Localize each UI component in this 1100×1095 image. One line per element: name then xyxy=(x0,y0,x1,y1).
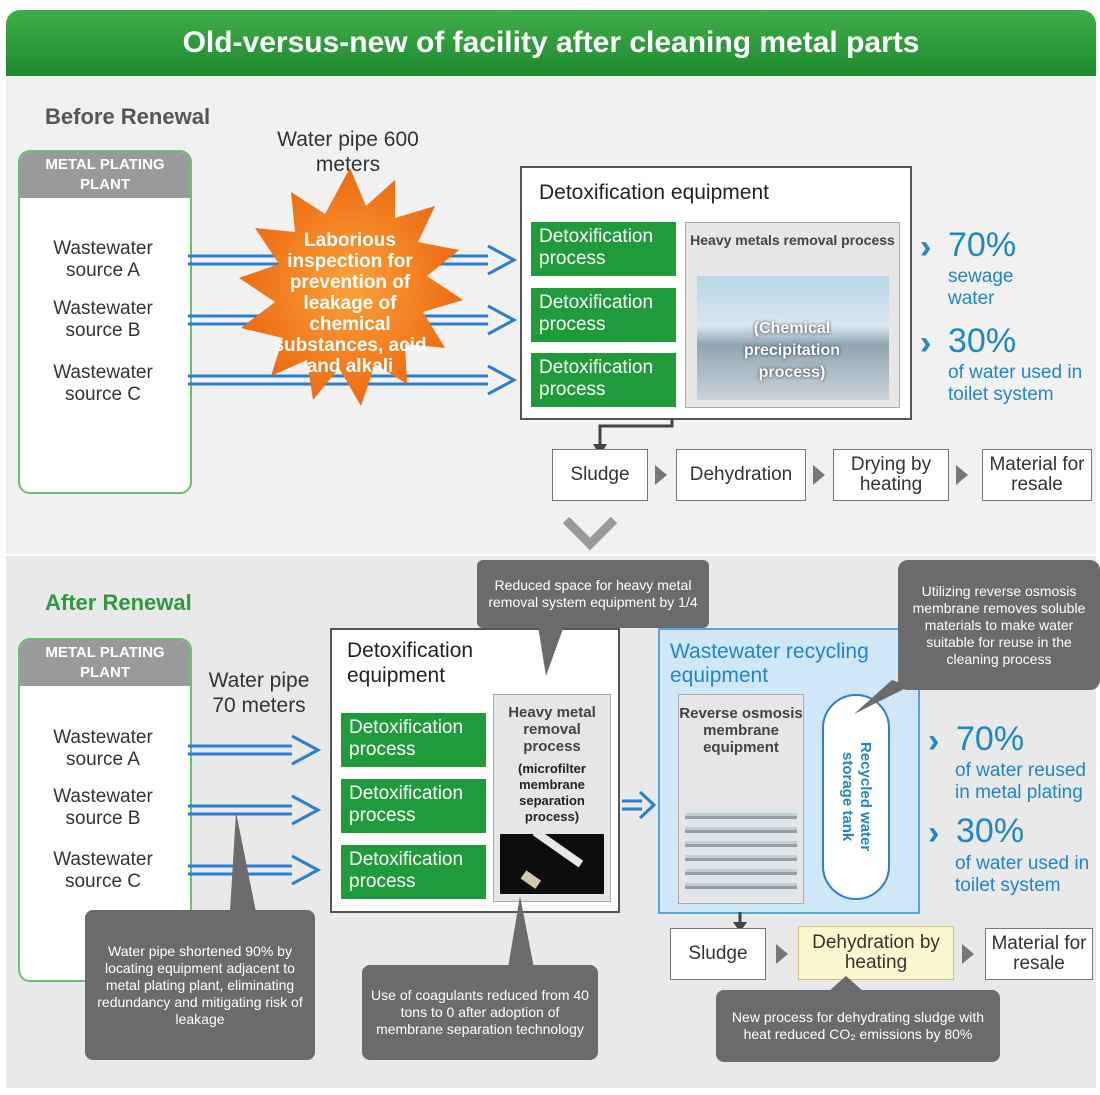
after-plant-title: METAL PLATING PLANT xyxy=(20,640,190,686)
chevron-right-icon xyxy=(655,465,667,485)
callout-pipe: Water pipe shortened 90% by locating equ… xyxy=(85,910,315,1060)
before-out2-label: of water used in toilet system xyxy=(948,362,1083,405)
before-flow-sludge: Sludge xyxy=(552,449,648,501)
after-pipe-label: Water pipe 70 meters xyxy=(208,669,310,717)
before-process-3: Detoxification process xyxy=(531,353,676,407)
after-flow-material: Material for resale xyxy=(985,928,1093,980)
callout-ro: Utilizing reverse osmosis membrane remov… xyxy=(898,560,1100,690)
ro-photo xyxy=(685,805,797,897)
before-source-c: Wastewater source C xyxy=(53,362,153,405)
before-source-a: Wastewater source A xyxy=(53,238,153,281)
after-process-2: Detoxification process xyxy=(341,779,486,833)
chevron-right-icon xyxy=(776,944,788,964)
ro-title: Reverse osmosis membrane equipment xyxy=(679,705,803,756)
after-sludge-connector xyxy=(733,912,747,932)
after-process-1: Detoxification process xyxy=(341,713,486,767)
starburst-text: Laborious inspection for prevention of l… xyxy=(273,230,427,377)
before-out2-pct: 30% xyxy=(948,322,1017,360)
chevron-right-icon xyxy=(962,944,974,964)
before-flow-material: Material for resale xyxy=(982,449,1092,501)
after-heading: After Renewal xyxy=(45,590,192,615)
storage-tank xyxy=(822,694,890,900)
chevron-right-icon: › xyxy=(920,228,932,266)
callout-ro-pointer xyxy=(854,680,910,714)
membrane-photo xyxy=(500,828,604,894)
before-heavy-title: Heavy metals removal process xyxy=(690,232,895,248)
chevron-right-icon: › xyxy=(920,324,932,362)
after-pipe-arrows xyxy=(188,734,322,885)
callout-coagulant: Use of coagulants reduced from 40 tons t… xyxy=(362,965,598,1060)
before-flow-dehydration: Dehydration xyxy=(676,449,806,501)
chevron-right-icon: › xyxy=(928,814,940,852)
after-out1-pct: 70% xyxy=(956,720,1025,758)
after-recycle-arrow xyxy=(622,790,657,820)
before-source-b: Wastewater source B xyxy=(53,298,153,341)
after-source-c: Wastewater source C xyxy=(53,849,153,892)
callout-coagulant-pointer xyxy=(508,896,534,968)
chevron-right-icon: › xyxy=(928,722,940,760)
recycling-title: Wastewater recycling equipment xyxy=(670,640,869,687)
after-heavy-sub: (microfilter membrane separation process… xyxy=(518,761,586,824)
after-flow-sludge: Sludge xyxy=(670,928,766,980)
chevron-down-icon xyxy=(562,516,618,550)
chevron-right-icon xyxy=(813,465,825,485)
after-detox-title: Detoxification equipment xyxy=(347,639,474,687)
after-out2-label: of water used in toilet system xyxy=(955,853,1090,896)
before-out1-pct: 70% xyxy=(948,226,1017,264)
after-out1-label: of water reused in metal plating xyxy=(955,760,1086,803)
before-plant-box: METAL PLATING PLANT xyxy=(18,150,192,494)
before-plant-title: METAL PLATING PLANT xyxy=(20,152,190,198)
diagram-title: Old-versus-new of facility after cleanin… xyxy=(6,10,1096,76)
before-detox-title: Detoxification equipment xyxy=(539,181,769,204)
before-pipe-label: Water pipe 600 meters xyxy=(277,128,419,176)
after-heavy-title: Heavy metal removal process xyxy=(508,704,596,755)
before-heading: Before Renewal xyxy=(45,104,211,129)
callout-space-pointer xyxy=(538,626,564,676)
callout-dehydration-pointer xyxy=(828,976,864,992)
before-flow-drying: Drying by heating xyxy=(833,449,949,501)
after-flow-dehydration: Dehydration by heating xyxy=(798,926,954,980)
callout-space: Reduced space for heavy metal removal sy… xyxy=(477,560,709,628)
after-source-a: Wastewater source A xyxy=(53,727,153,770)
before-out1-label: sewage water xyxy=(948,266,1014,309)
tank-label: Recycled water storage tank xyxy=(839,742,874,852)
before-process-1: Detoxification process xyxy=(531,222,676,276)
callout-pipe-pointer xyxy=(230,812,256,912)
before-process-2: Detoxification process xyxy=(531,288,676,342)
after-source-b: Wastewater source B xyxy=(53,786,153,829)
before-heavy-sub: (Chemical precipitation process) xyxy=(743,320,840,381)
callout-dehydration: New process for dehydrating sludge with … xyxy=(716,990,1000,1062)
chevron-right-icon xyxy=(956,465,968,485)
after-process-3: Detoxification process xyxy=(341,845,486,899)
starburst-shape xyxy=(239,168,463,406)
tank-photo xyxy=(697,276,889,400)
after-out2-pct: 30% xyxy=(956,812,1025,850)
